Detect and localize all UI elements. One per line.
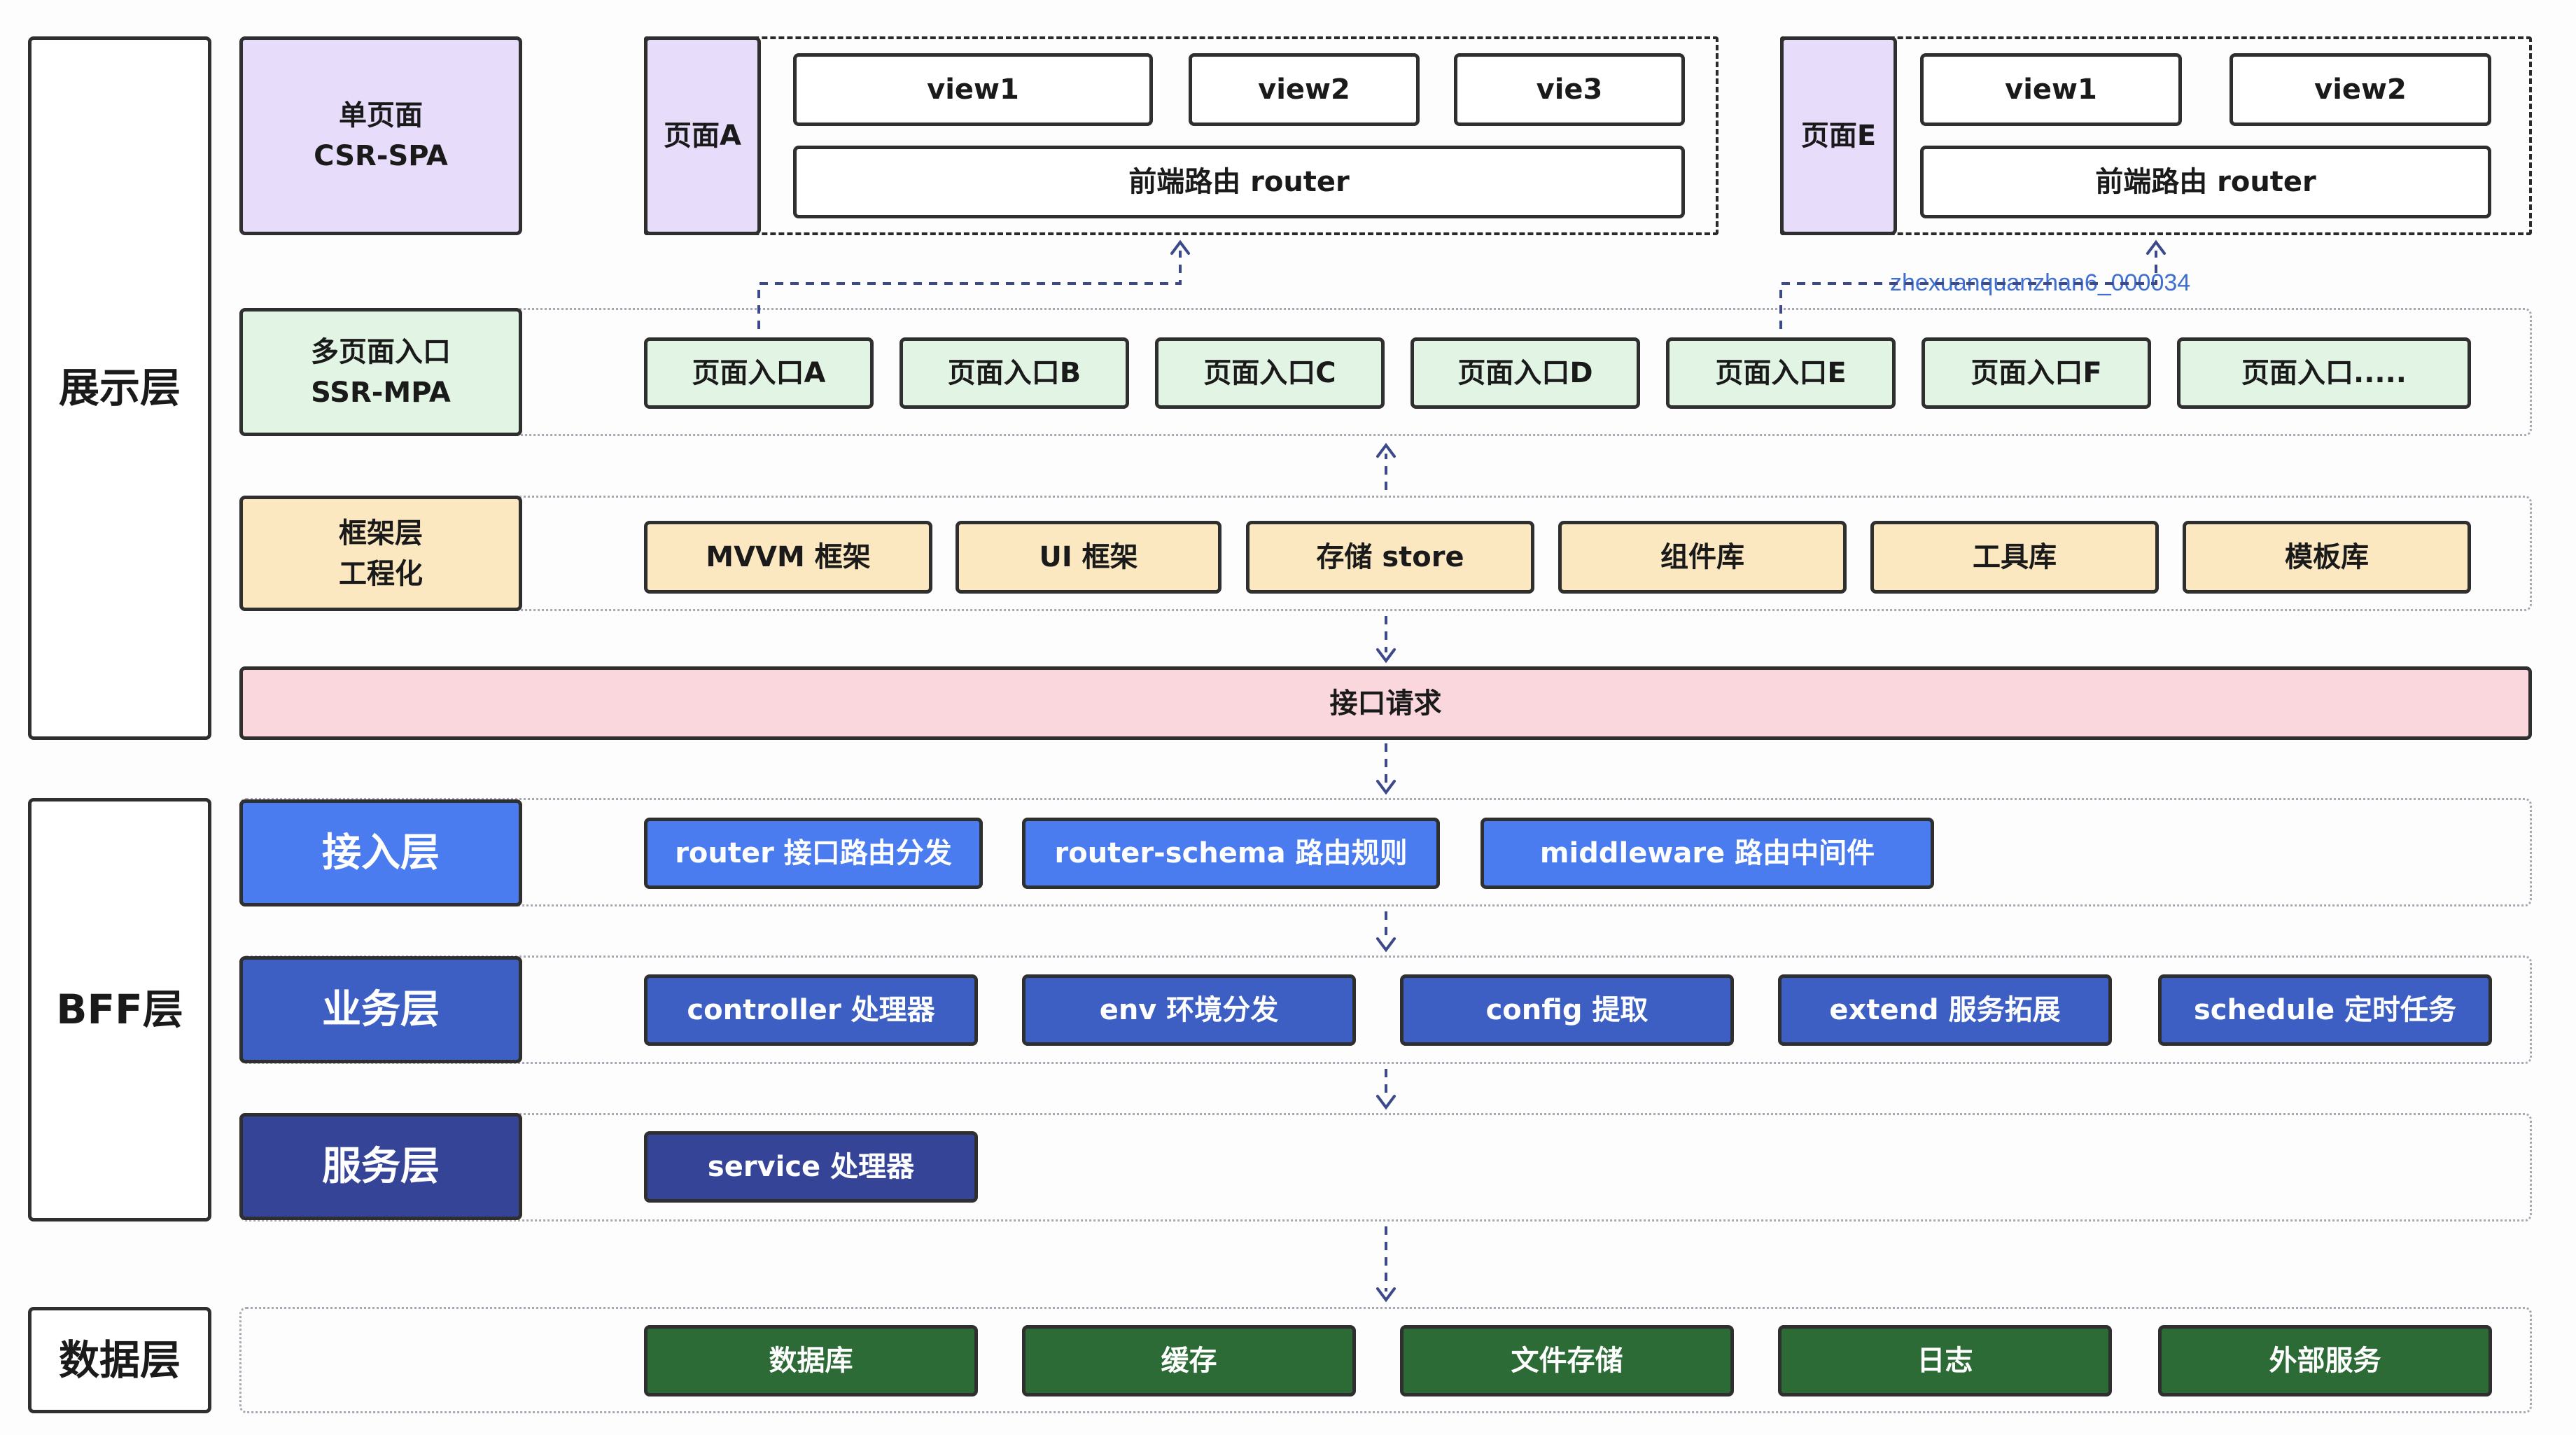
arrowhead-service [1376,1095,1396,1110]
access-router: router 接口路由分发 [644,818,983,889]
page-a: 页面A [644,36,761,235]
framework-tools: 工具库 [1870,521,2159,594]
layer-label-bff: BFF层 [28,798,211,1222]
data-log: 日志 [1778,1325,2112,1396]
service-layer-label: 服务层 [239,1113,522,1220]
arrowhead-mpa [1376,442,1396,458]
arrowhead-page-e [2146,239,2166,255]
mpa-entry-more: 页面入口..... [2177,337,2471,409]
mpa-entry-b: 页面入口B [899,337,1129,409]
framework-category: 框架层 工程化 [239,496,522,611]
service-processor: service 处理器 [644,1131,978,1203]
data-database: 数据库 [644,1325,978,1396]
business-layer-label: 业务层 [239,956,522,1063]
framework-ui: UI 框架 [955,521,1222,594]
page-e-view1: view1 [1920,53,2182,126]
arrowhead-data [1376,1287,1396,1303]
mpa-entry-a: 页面入口A [644,337,874,409]
connector-entry-a-to-page-a [757,251,1182,329]
framework-components: 组件库 [1558,521,1847,594]
mpa-entry-d: 页面入口D [1410,337,1640,409]
page-a-view3: vie3 [1454,53,1685,126]
framework-templates: 模板库 [2183,521,2471,594]
layer-label-data: 数据层 [28,1307,211,1413]
page-a-router: 前端路由 router [793,146,1685,218]
access-middleware: middleware 路由中间件 [1480,818,1934,889]
row-data-bg [239,1307,2532,1413]
connector-entry-e-to-page-e [1779,251,2157,329]
layer-label-presentation: 展示层 [28,36,211,740]
business-config: config 提取 [1400,974,1734,1046]
access-layer-label: 接入层 [239,799,522,906]
arrowhead-access [1376,780,1396,795]
data-file-storage: 文件存储 [1400,1325,1734,1396]
page-e-router: 前端路由 router [1920,146,2491,218]
mpa-entry-f: 页面入口F [1921,337,2151,409]
page-e: 页面E [1780,36,1897,235]
business-schedule: schedule 定时任务 [2158,974,2492,1046]
spa-category: 单页面 CSR-SPA [239,36,522,235]
page-a-view1: view1 [793,53,1153,126]
mpa-entry-c: 页面入口C [1155,337,1385,409]
business-controller: controller 处理器 [644,974,978,1046]
api-request-bar: 接口请求 [239,666,2532,740]
framework-mvvm: MVVM 框架 [644,521,932,594]
business-env: env 环境分发 [1022,974,1356,1046]
mpa-category: 多页面入口 SSR-MPA [239,308,522,436]
arrowhead-page-a [1170,239,1190,255]
business-extend: extend 服务拓展 [1778,974,2112,1046]
arrowhead-business [1376,937,1396,953]
page-e-view2: view2 [2230,53,2491,126]
mpa-entry-e: 页面入口E [1666,337,1896,409]
framework-store: 存储 store [1246,521,1534,594]
access-router-schema: router-schema 路由规则 [1022,818,1440,889]
data-external-service: 外部服务 [2158,1325,2492,1396]
arrowhead-api [1376,648,1396,664]
page-a-view2: view2 [1189,53,1420,126]
data-cache: 缓存 [1022,1325,1356,1396]
